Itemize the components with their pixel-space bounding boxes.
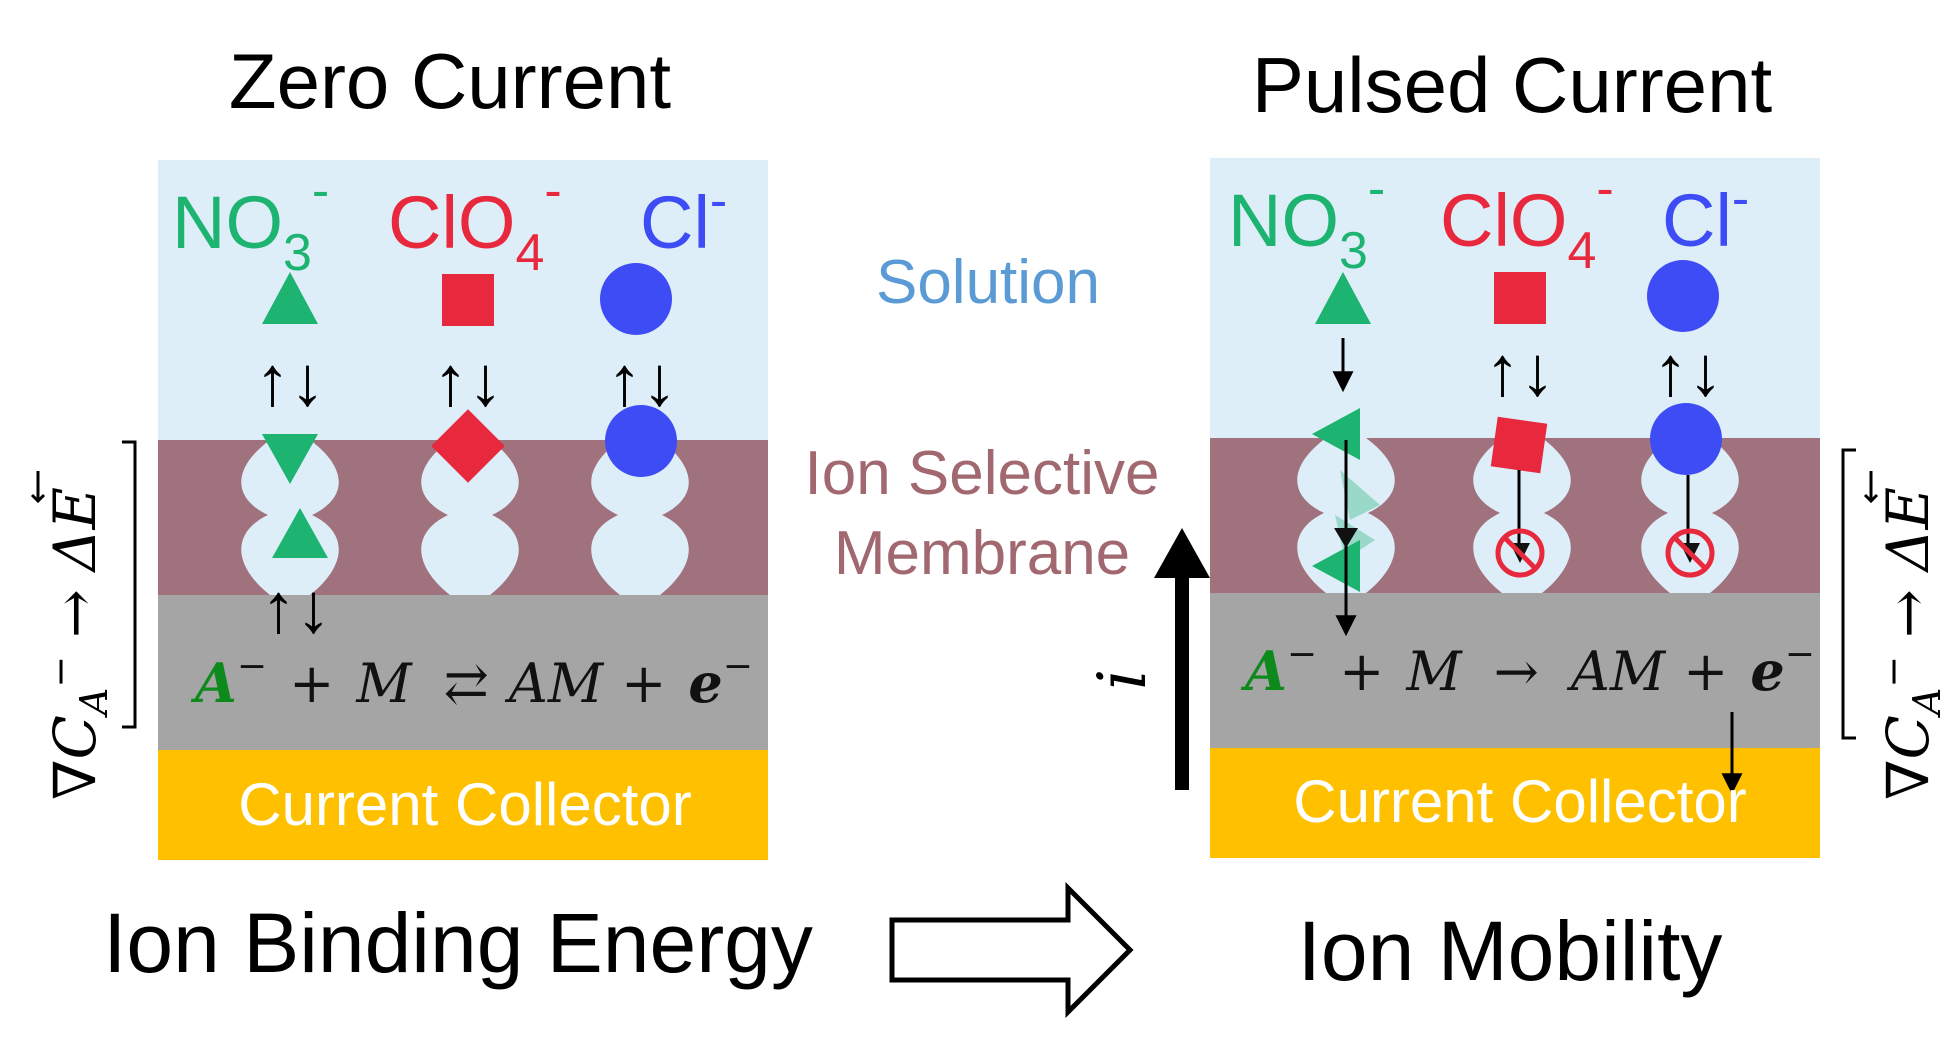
left-chloride-ion-membrane bbox=[605, 405, 677, 477]
right-reaction-equation: A−+M→AM+e− bbox=[1240, 634, 1815, 703]
left-panel-title: Zero Current bbox=[229, 37, 671, 125]
current-label: i bbox=[1084, 669, 1161, 690]
right-equilibrium-arrow-perchlorate: ↑↓ bbox=[1485, 332, 1555, 410]
left-reaction-equation: A−+M⇄AM+e− bbox=[190, 646, 753, 715]
right-nitrate-drift-mark bbox=[1334, 528, 1358, 548]
right-side-label: ∇CA−→ΔE bbox=[1871, 487, 1949, 800]
bottom-right-caption: Ion Mobility bbox=[1298, 904, 1723, 998]
right-ion-label-nitrate: NO3- bbox=[1228, 160, 1385, 280]
left-field-vector-arrow bbox=[30, 471, 46, 504]
left-nitrate-ion-solution bbox=[262, 272, 318, 324]
bottom-left-caption: Ion Binding Energy bbox=[103, 896, 813, 990]
left-ion-label-perchlorate: ClO4- bbox=[388, 162, 562, 282]
left-ion-label-chloride: Cl- bbox=[640, 172, 727, 264]
left-side-label: ∇CA−→ΔE bbox=[38, 487, 116, 800]
right-panel: Pulsed Current NO3- ClO4- Cl- ↑↓ ↑↓ bbox=[1210, 41, 1949, 858]
left-collector-label: Current Collector bbox=[238, 771, 692, 838]
right-collector-layer bbox=[1210, 748, 1820, 858]
left-electrode-layer bbox=[158, 595, 768, 750]
right-ion-label-perchlorate: ClO4- bbox=[1440, 160, 1614, 280]
right-equilibrium-arrow-chloride: ↑↓ bbox=[1653, 332, 1723, 410]
right-chloride-ion-solution bbox=[1647, 260, 1719, 332]
left-nitrate-ion-membrane-down bbox=[262, 434, 318, 484]
left-ion-label-nitrate: NO3- bbox=[172, 162, 329, 282]
membrane-label-line-1: Ion Selective bbox=[805, 439, 1160, 508]
left-perchlorate-ion-solution bbox=[442, 274, 494, 326]
right-perchlorate-ion-solution bbox=[1494, 272, 1546, 324]
center-labels: Solution Ion Selective Membrane i bbox=[805, 248, 1210, 1019]
right-nitrate-ion-membrane-2 bbox=[1312, 540, 1360, 592]
solution-label: Solution bbox=[876, 248, 1100, 317]
right-chloride-ion-membrane bbox=[1650, 403, 1722, 475]
transition-arrow bbox=[889, 881, 1134, 1019]
left-chloride-ion-solution bbox=[600, 263, 672, 335]
right-field-vector-arrow bbox=[1863, 471, 1879, 504]
right-nitrate-ion-solution bbox=[1315, 272, 1371, 324]
right-ion-label-chloride: Cl- bbox=[1662, 170, 1749, 262]
right-electrode-layer bbox=[1210, 593, 1820, 748]
right-panel-title: Pulsed Current bbox=[1252, 41, 1773, 129]
left-perchlorate-ion-membrane bbox=[431, 409, 505, 483]
left-side-bracket bbox=[122, 440, 137, 729]
right-nitrate-ion-membrane-1 bbox=[1312, 408, 1360, 460]
left-nitrate-ion-membrane-up bbox=[272, 508, 328, 558]
current-direction-arrowhead bbox=[1154, 528, 1210, 578]
right-perchlorate-ion-membrane bbox=[1490, 416, 1548, 474]
right-side-bracket bbox=[1841, 448, 1856, 740]
left-equilibrium-arrow-4: ↑↓ bbox=[261, 569, 331, 647]
left-equilibrium-arrow-2: ↑↓ bbox=[433, 342, 503, 420]
left-panel: Zero Current NO3- ClO4- Cl- ↑↓ ↑↓ ↑↓ ↑↓ … bbox=[30, 37, 768, 860]
membrane-label-line-2: Membrane bbox=[834, 519, 1130, 588]
right-collector-label: Current Collector bbox=[1293, 768, 1747, 835]
right-nitrate-ghost-1 bbox=[1340, 470, 1380, 520]
left-equilibrium-arrow-1: ↑↓ bbox=[255, 342, 325, 420]
left-collector-layer bbox=[158, 750, 768, 860]
